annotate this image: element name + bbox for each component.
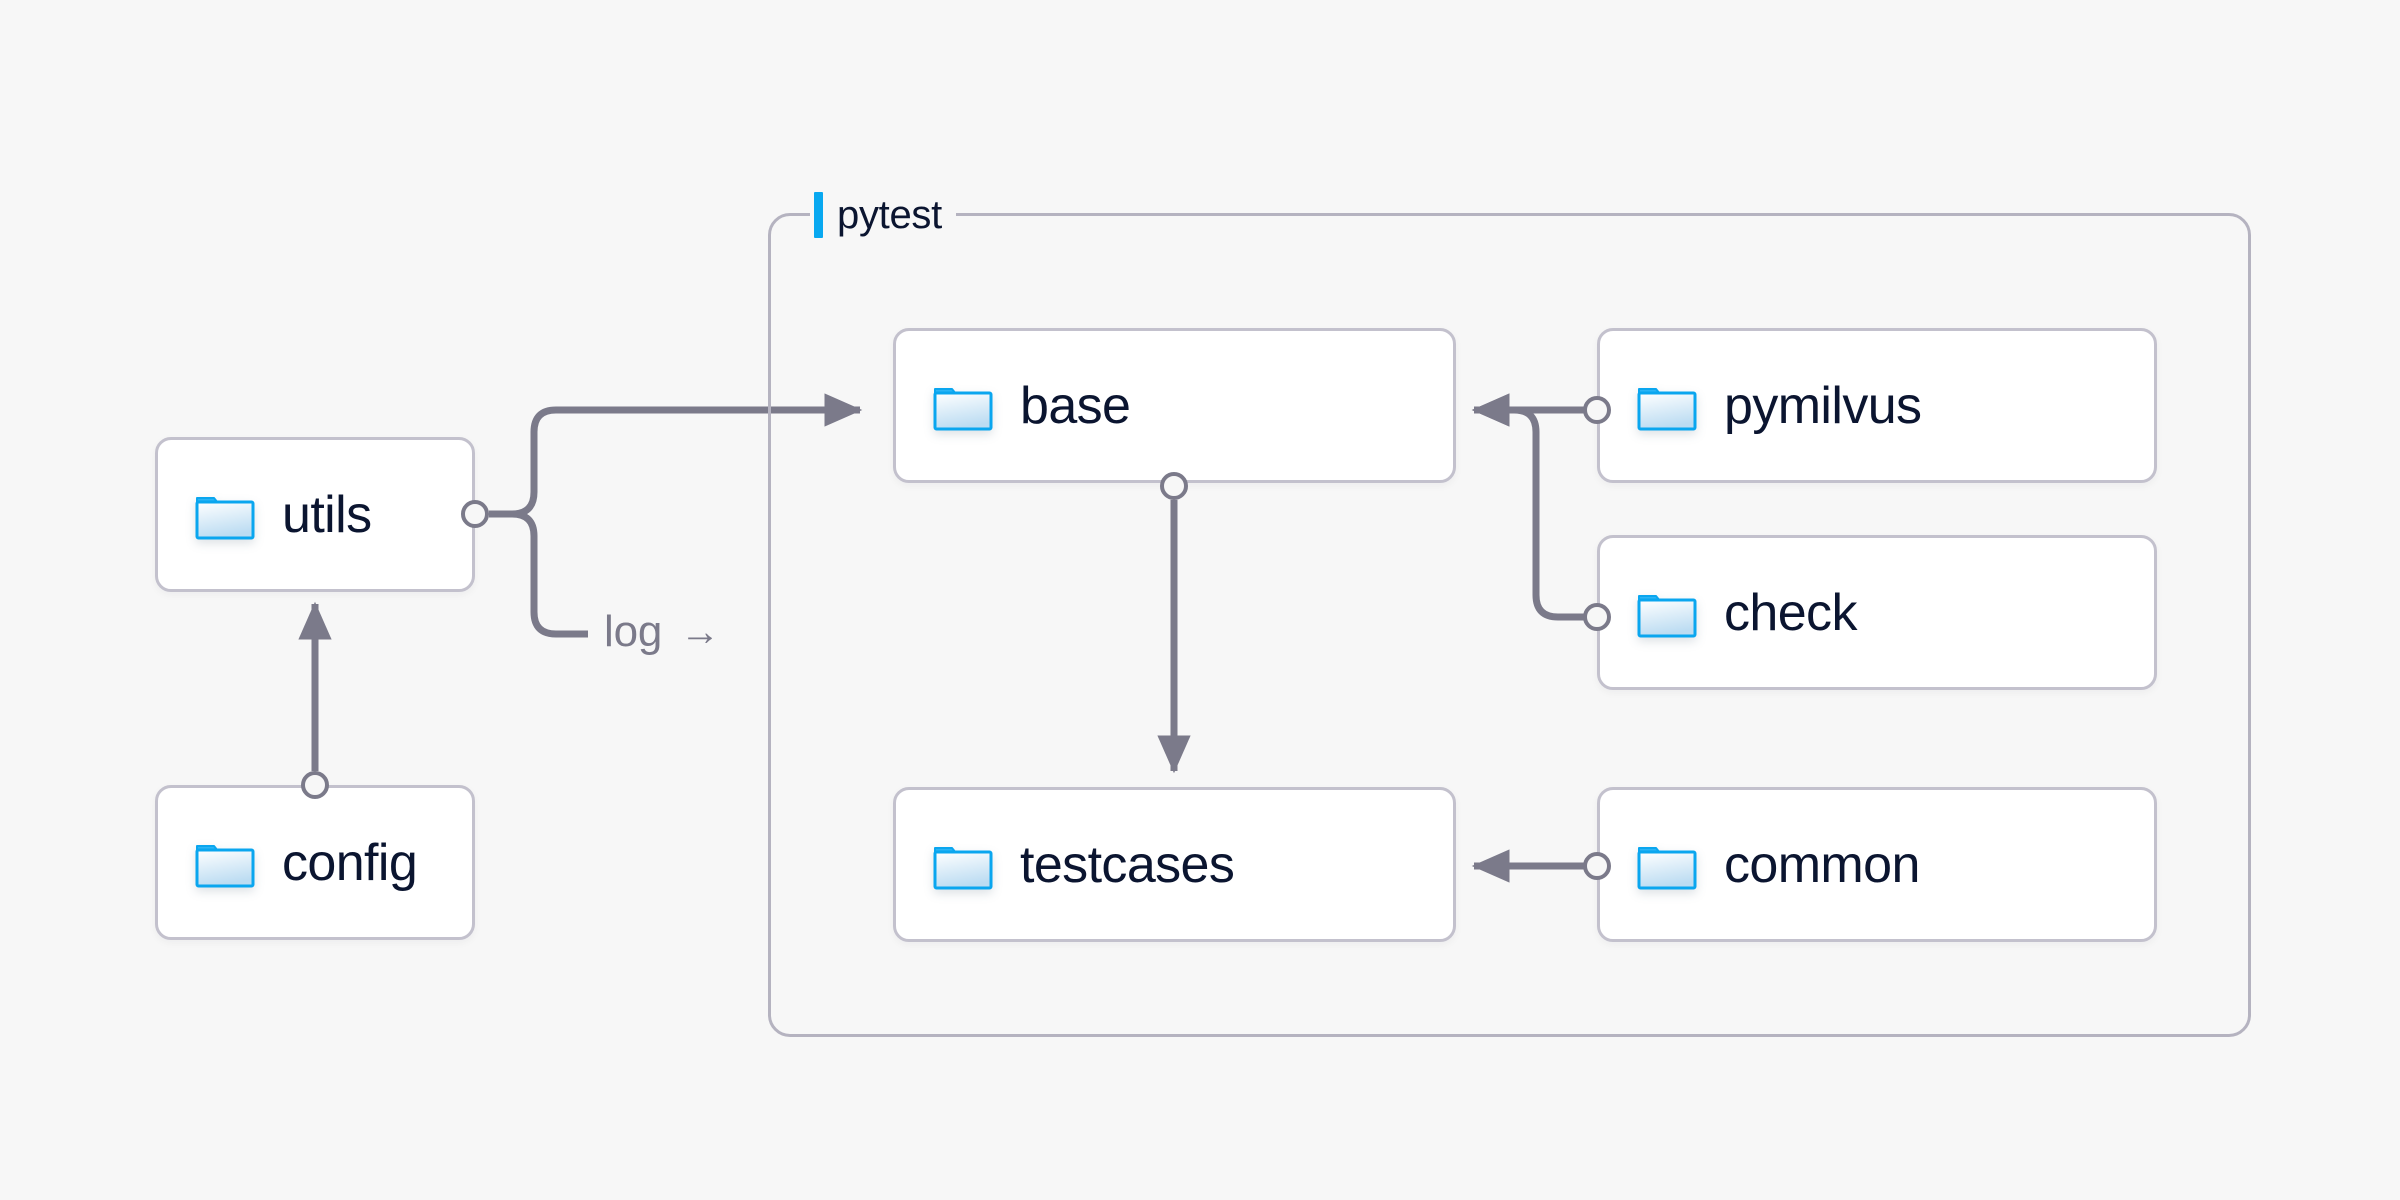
folder-icon	[1636, 380, 1698, 432]
arrow-right-icon: →	[680, 610, 720, 654]
node-label: pymilvus	[1724, 376, 1922, 435]
group-label-text: pytest	[837, 192, 942, 237]
node-label: base	[1020, 376, 1131, 435]
pytest-group-label: pytest	[810, 188, 956, 242]
edge-label-log: log →	[604, 610, 720, 654]
pytest-group-container	[768, 213, 2251, 1037]
node-label: check	[1724, 583, 1857, 642]
port-config-top[interactable]	[301, 771, 329, 799]
folder-icon	[1636, 839, 1698, 891]
edge-utils-to-log	[489, 510, 588, 638]
folder-icon	[194, 837, 256, 889]
node-label: testcases	[1020, 835, 1235, 894]
group-accent-bar	[814, 192, 823, 238]
port-pymilvus-left[interactable]	[1583, 396, 1611, 424]
node-label: common	[1724, 835, 1920, 894]
node-testcases[interactable]: testcases	[893, 787, 1456, 942]
node-check[interactable]: check	[1597, 535, 2157, 690]
folder-icon	[1636, 587, 1698, 639]
node-config[interactable]: config	[155, 785, 475, 940]
node-pymilvus[interactable]: pymilvus	[1597, 328, 2157, 483]
port-utils-right[interactable]	[461, 500, 489, 528]
node-base[interactable]: base	[893, 328, 1456, 483]
port-base-bottom[interactable]	[1160, 472, 1188, 500]
node-label: utils	[282, 485, 372, 544]
node-common[interactable]: common	[1597, 787, 2157, 942]
node-utils[interactable]: utils	[155, 437, 475, 592]
folder-icon	[194, 489, 256, 541]
node-label: config	[282, 833, 418, 892]
edge-label-log-text: log	[604, 607, 663, 656]
folder-icon	[932, 839, 994, 891]
port-common-left[interactable]	[1583, 852, 1611, 880]
folder-icon	[932, 380, 994, 432]
port-check-left[interactable]	[1583, 603, 1611, 631]
